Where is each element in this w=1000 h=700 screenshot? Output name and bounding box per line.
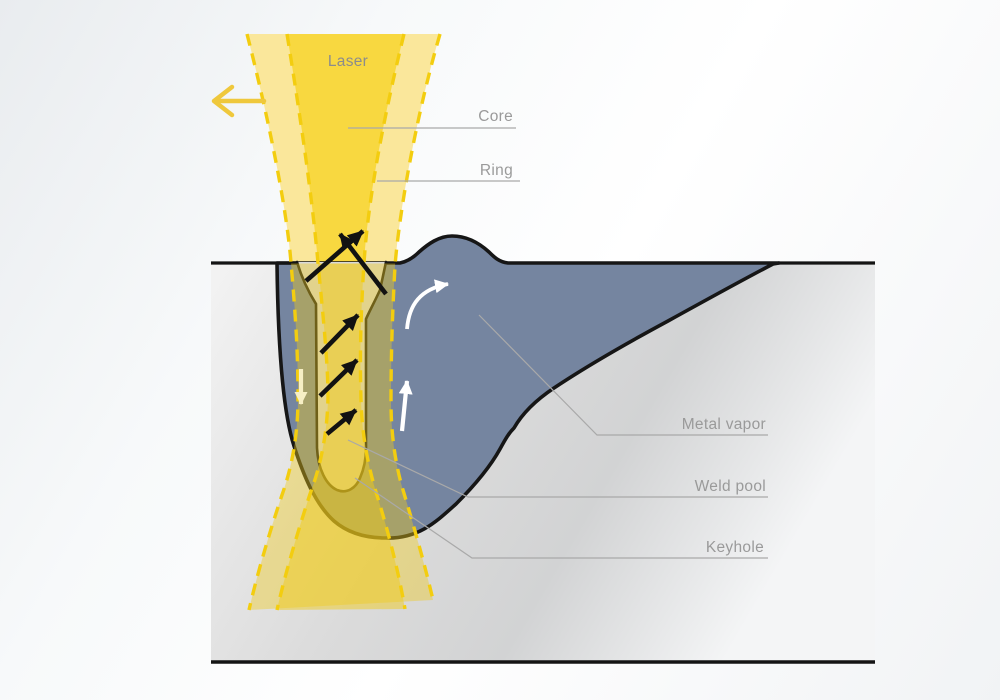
beam-boundary-dashes [245, 33, 442, 611]
vapor-ejection-arrows [304, 229, 388, 436]
laser-core-beam-below [277, 263, 405, 610]
laser-label: Laser [328, 53, 368, 70]
ring-label: Ring [480, 162, 513, 179]
core-label: Core [478, 108, 513, 125]
ring-left-dash [245, 33, 300, 611]
melt-flow-up-arrow-icon [398, 380, 413, 432]
laser-core-beam-top [287, 34, 404, 264]
vapor-arrow-out-left-icon [338, 232, 388, 296]
metal-vapor-label: Metal vapor [682, 416, 766, 433]
travel-arrow-head [211, 84, 235, 118]
weld-pool-shape [275, 234, 781, 540]
melt-flow-curved-arrow-icon [405, 279, 449, 330]
travel-direction-arrow-icon [211, 84, 267, 118]
keyhole-wall-outline [295, 260, 388, 493]
core-left-dash [275, 33, 330, 611]
leader-lines [347, 127, 768, 559]
keyhole-leader-line [354, 477, 768, 559]
diagram-labels: Laser Core Ring Metal vapor Weld pool Ke… [328, 53, 766, 556]
vapor-arrow-lower-icon [325, 408, 358, 436]
keyhole-label: Keyhole [706, 539, 764, 556]
vapor-arrow-upper-icon [319, 313, 360, 355]
weld-pool-leader-line [347, 439, 768, 498]
ring-right-dash [389, 33, 442, 601]
metal-vapor-leader-line [478, 314, 768, 436]
laser-ring-beam-below [249, 263, 433, 610]
core-right-dash [358, 33, 407, 610]
vapor-arrow-middle-icon [318, 358, 359, 398]
weld-pool-label: Weld pool [695, 478, 766, 495]
